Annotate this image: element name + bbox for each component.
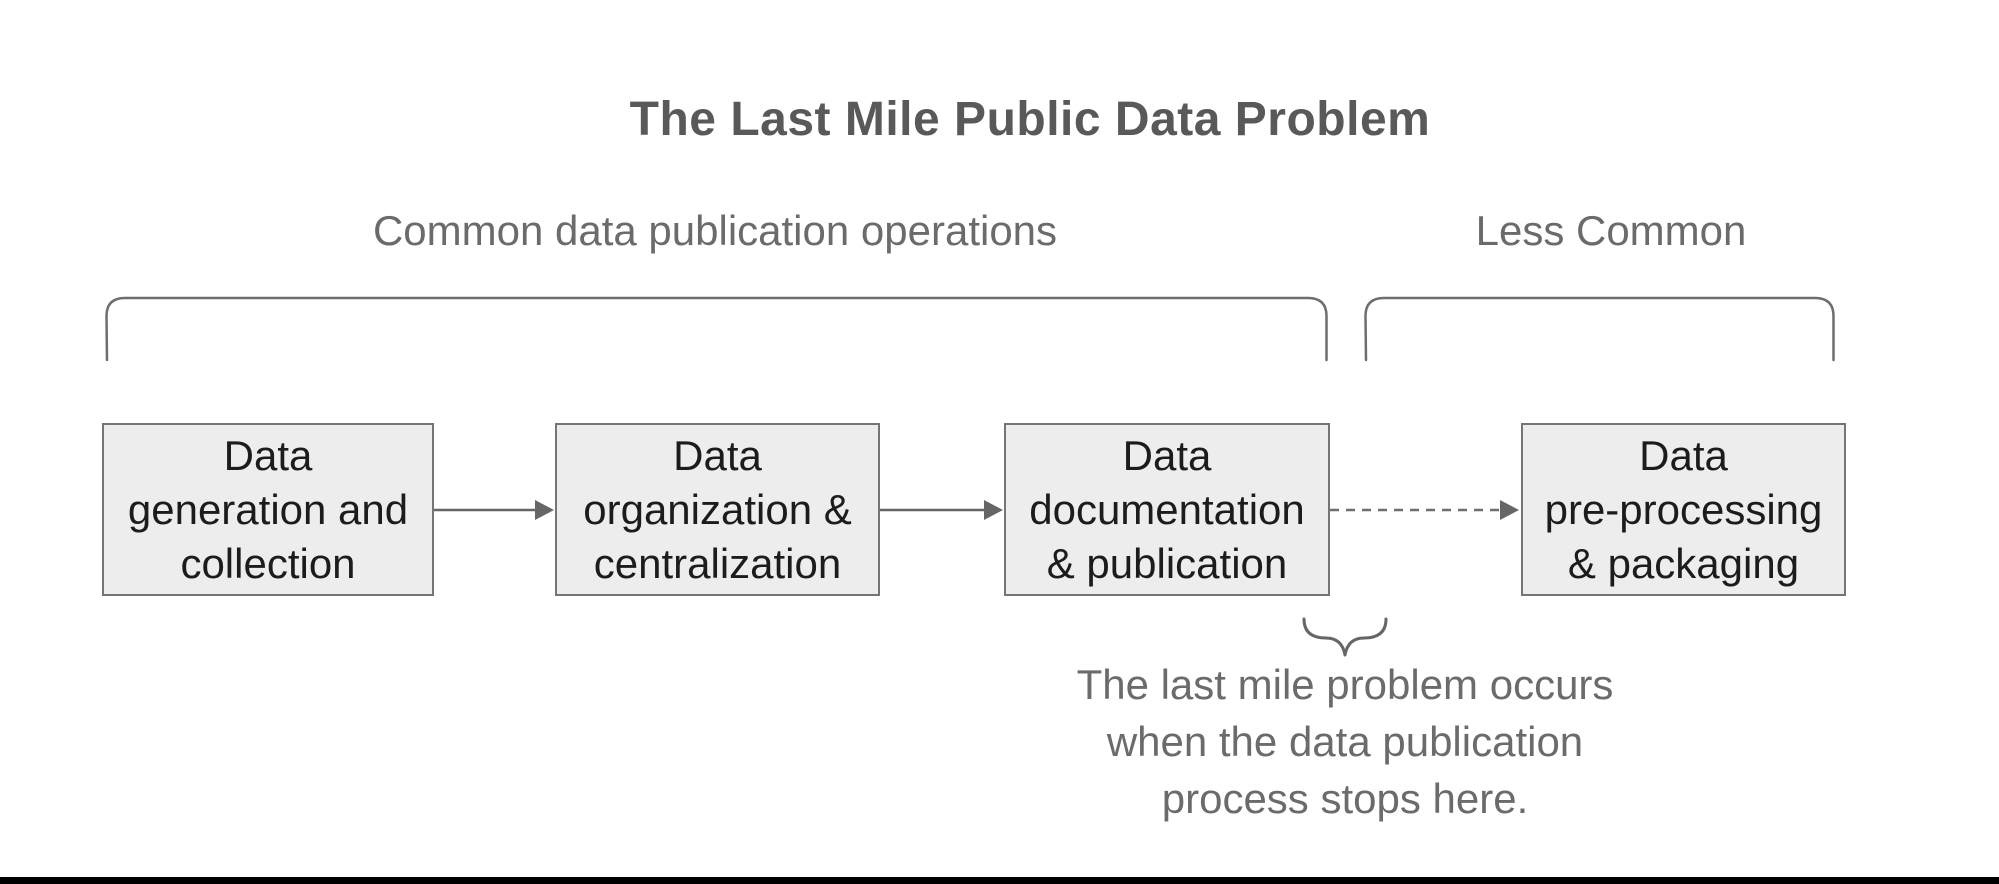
caption-line: The last mile problem occurs [1076, 661, 1614, 708]
caption-line: when the data publication [1106, 718, 1584, 765]
curly-brace-icon [1302, 617, 1388, 657]
box-data-preprocessing: Data pre-processing & packaging [1521, 423, 1846, 596]
group-label-less-common: Less Common [1475, 207, 1747, 254]
last-mile-caption: The last mile problem occurs when the da… [1020, 656, 1670, 827]
box-line: & publication [1046, 539, 1288, 587]
box-data-organization: Data organization & centralization [555, 423, 880, 596]
box-line: Data [223, 431, 313, 479]
box-line: centralization [593, 539, 842, 587]
box-line: pre-processing [1544, 485, 1823, 533]
group-label-common: Common data publication operations [372, 207, 1058, 254]
box-line: documentation [1029, 485, 1305, 533]
box-line: Data [673, 431, 762, 479]
box-line: generation and [127, 485, 409, 533]
bottom-edge-bar [0, 877, 1999, 884]
box-data-generation: Data generation and collection [102, 423, 434, 596]
bracket-common-icon [105, 296, 1328, 362]
box-line: collection [180, 539, 356, 587]
box-line: organization & [583, 485, 852, 533]
bracket-less-common-icon [1364, 296, 1835, 362]
box-data-documentation: Data documentation & publication [1004, 423, 1330, 596]
box-line: Data [1639, 431, 1728, 479]
box-line: Data [1122, 431, 1212, 479]
arrow-right-icon [434, 500, 554, 520]
box-line: & packaging [1567, 539, 1800, 587]
caption-line: process stops here. [1161, 775, 1529, 822]
diagram-title: The Last Mile Public Data Problem [629, 93, 1431, 146]
dashed-arrow-right-icon [1330, 500, 1519, 520]
arrow-right-icon [880, 500, 1003, 520]
